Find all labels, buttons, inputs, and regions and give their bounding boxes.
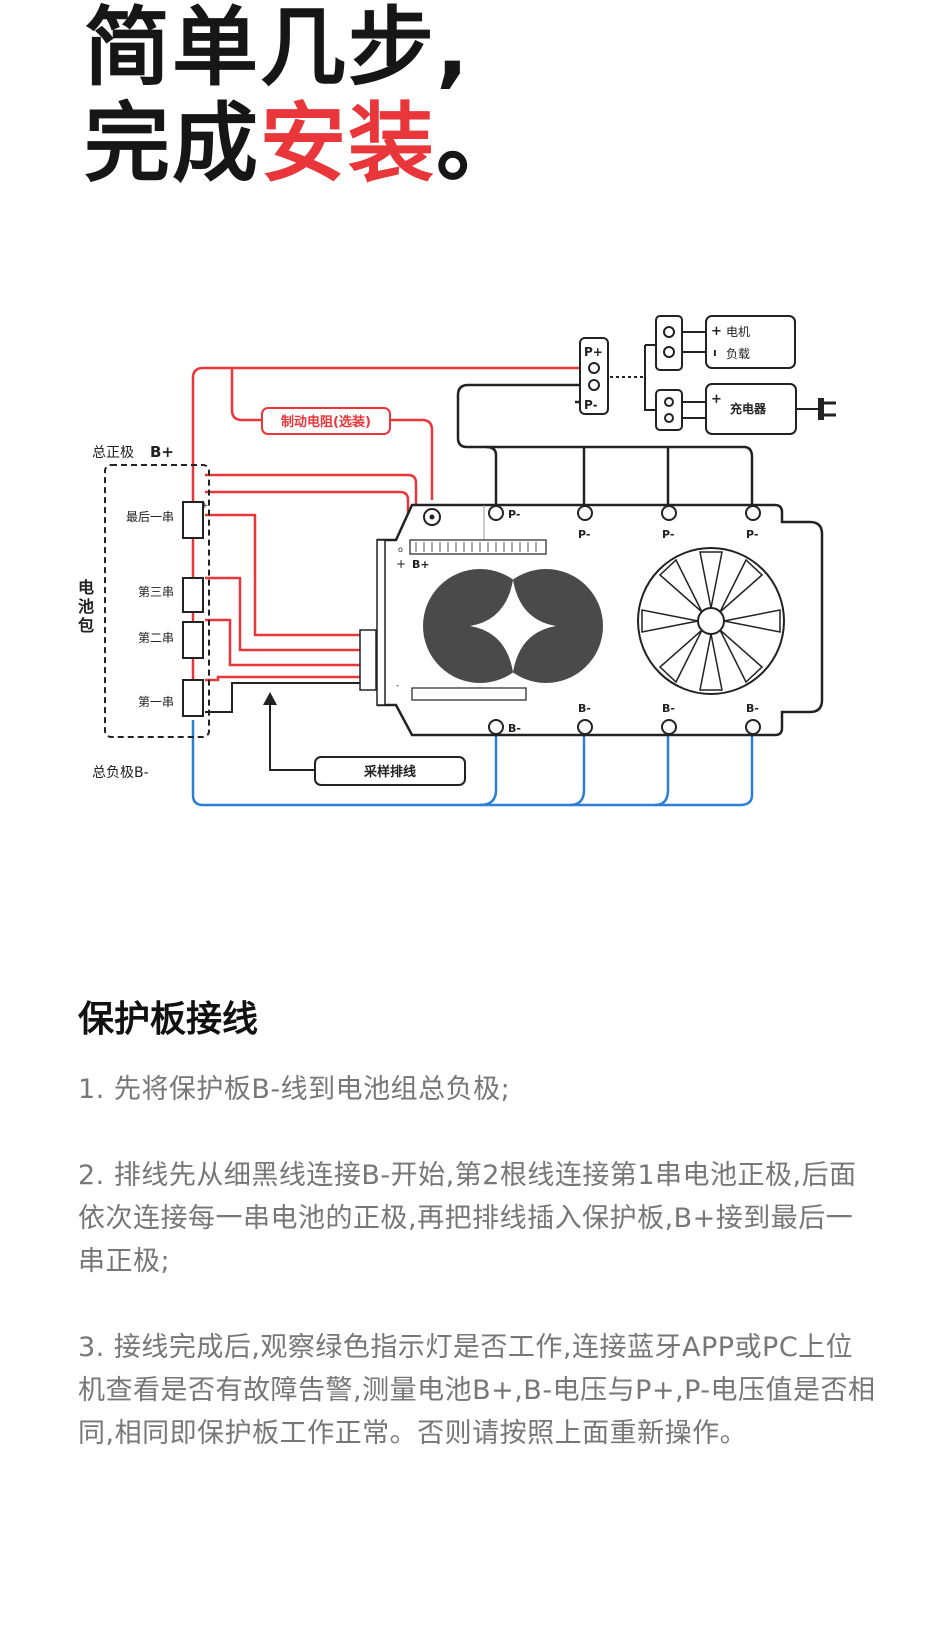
battery-cell-2: 第二串: [138, 621, 204, 659]
connector-p-minus-label: P-: [584, 398, 598, 412]
wire-sense-3: [205, 576, 365, 652]
cooling-fan: [637, 547, 785, 695]
charger-label: 充电器: [730, 401, 767, 416]
p-minus-terminals: P- P- P- P-: [488, 505, 761, 541]
battery-cell-3: 第三串: [138, 577, 204, 613]
step-2: 2. 排线先从细黑线连接B-开始,第2根线连接第1串电池正极,后面依次连接每一串…: [78, 1160, 857, 1277]
hero-line-2: 完成安装。: [84, 96, 524, 192]
wire-b-plus-to-p-plus: [191, 366, 592, 505]
svg-text:o: o: [398, 545, 403, 554]
battery-pack-char-1: 电: [78, 578, 94, 597]
total-positive-mark: B+: [150, 443, 174, 461]
svg-text:-: -: [396, 681, 399, 691]
brand-logo: [423, 569, 603, 683]
total-positive-label: 总正极: [92, 445, 134, 461]
sampling-cable-box: [314, 756, 466, 786]
p-minus-label-2: P-: [578, 528, 590, 541]
battery-pack-char-3: 包: [78, 616, 94, 635]
wire-b-minus-main: [191, 720, 754, 807]
positive-wires: [191, 366, 592, 682]
hero-line-2-suffix: 。: [436, 94, 524, 194]
protection-board: o + B+ -: [359, 503, 824, 737]
battery-pack-char-2: 池: [78, 597, 94, 616]
svg-text:+: +: [711, 324, 722, 339]
output-connector: P+ P-: [579, 337, 609, 415]
board-b-plus-label: B+: [412, 558, 430, 571]
p-minus-wires: [456, 383, 754, 505]
brake-resistor-box: [261, 407, 391, 435]
brake-resistor-label: 制动电阻(选装): [281, 414, 371, 430]
b-minus-label-1: B-: [508, 722, 521, 735]
p-minus-label-4: P-: [746, 528, 758, 541]
svg-text:+: +: [711, 392, 722, 407]
wire-sense-4: [205, 513, 365, 637]
cell-label-2: 第二串: [138, 631, 174, 645]
svg-text:+: +: [201, 501, 209, 511]
battery-pack-outline: [104, 464, 210, 738]
load-label: 负载: [726, 347, 750, 361]
motor-load: + ı 电机 负载: [655, 315, 796, 371]
section-title: 保护板接线: [78, 999, 259, 1040]
hero-line-2-prefix: 完成: [84, 94, 260, 194]
svg-text:ı: ı: [713, 346, 717, 359]
connector-p-plus-label: P+: [584, 345, 603, 359]
p-minus-label-1: P-: [508, 508, 520, 521]
battery-cell-last: 最后一串 +: [126, 501, 209, 539]
battery-cell-1: 第一串: [138, 679, 204, 717]
total-negative-label: 总负极B-: [92, 765, 149, 781]
charger: + 充电器: [655, 383, 836, 435]
wire-sense-1: [205, 675, 365, 682]
p-minus-label-3: P-: [662, 528, 674, 541]
negative-wires: [191, 720, 754, 807]
sampling-arrowhead: [263, 692, 277, 705]
wire-b-minus-sense: [205, 682, 365, 713]
cell-label-last: 最后一串: [126, 510, 174, 524]
motor-label: 电机: [726, 325, 750, 339]
hero-line-1: 简单几步,: [84, 0, 471, 98]
wire-brake-outer: [230, 368, 262, 422]
wire-b-plus-board: [205, 473, 418, 545]
wire-sense-2: [205, 618, 365, 667]
hero-line-2-accent: 安装: [260, 94, 436, 194]
hero-headline: 简单几步, 完成安装。: [84, 0, 524, 192]
wire-brake-to-board: [390, 418, 434, 500]
sampling-arrow: [269, 697, 315, 771]
b-minus-label-3: B-: [662, 702, 675, 715]
cell-label-3: 第三串: [138, 585, 174, 599]
step-1: 1. 先将保护板B-线到电池组总负极;: [78, 1074, 511, 1105]
sampling-cable-label: 采样排线: [363, 764, 416, 780]
svg-text:+: +: [396, 557, 406, 571]
wiring-instructions: 保护板接线 1. 先将保护板B-线到电池组总负极; 2. 排线先从细黑线连接B-…: [78, 990, 878, 1498]
b-minus-label-2: B-: [578, 702, 591, 715]
step-3: 3. 接线完成后,观察绿色指示灯是否工作,连接蓝牙APP或PC上位机查看是否有故…: [78, 1332, 876, 1449]
b-minus-label-4: B-: [746, 702, 759, 715]
b-minus-terminals: B- B- B- B-: [488, 702, 761, 735]
cell-label-1: 第一串: [138, 695, 174, 709]
wiring-diagram: 总正极 B+ 总负极B- 电 池 包 最后一串 + 第三串 第二串 第一串 制动…: [78, 315, 836, 807]
wire-bplus-sense: [205, 490, 410, 545]
